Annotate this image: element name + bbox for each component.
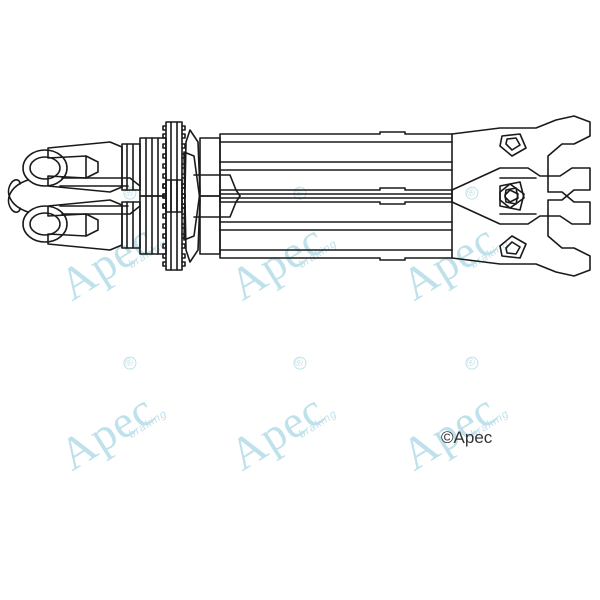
upper-brake-adjuster: [7, 149, 591, 277]
copyright-text: ©Apec: [441, 428, 493, 447]
lower-brake-adjuster: [7, 115, 591, 243]
